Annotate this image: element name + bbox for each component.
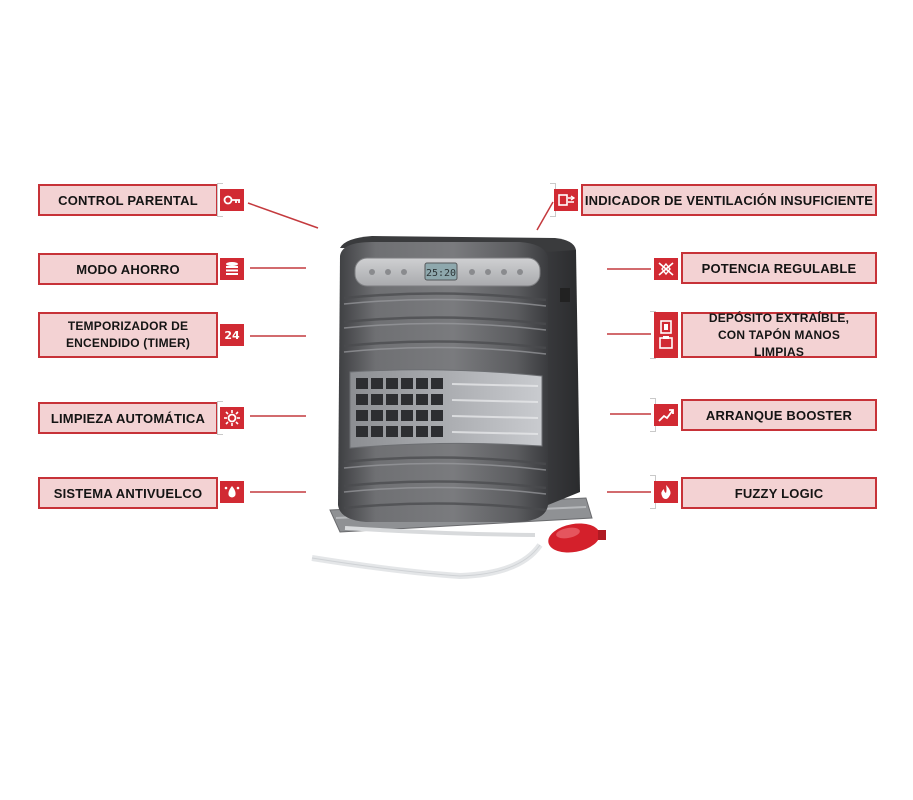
adjustable-power-icon bbox=[654, 258, 678, 280]
heater-display bbox=[424, 262, 458, 281]
connector-control-parental bbox=[247, 202, 319, 229]
icon-bracket bbox=[217, 183, 223, 217]
heater-display-text: 25:20 bbox=[426, 268, 456, 279]
timer-24-icon: 24 bbox=[220, 324, 244, 346]
removable-tank-icon bbox=[654, 312, 678, 358]
key-icon bbox=[220, 189, 244, 211]
ventilation-warning-icon bbox=[554, 189, 578, 211]
eco-mode-icon bbox=[220, 258, 244, 280]
booster-start-icon bbox=[654, 404, 678, 426]
siphon-tube bbox=[311, 543, 543, 580]
feature-label-antivuelco: SISTEMA ANTIVUELCO bbox=[38, 477, 218, 509]
self-cleaning-icon bbox=[220, 407, 244, 429]
icon-bracket bbox=[217, 401, 223, 435]
connector-ventilacion bbox=[536, 201, 554, 231]
heater-handle-slot bbox=[560, 288, 570, 302]
feature-label-fuzzy-logic: FUZZY LOGIC bbox=[681, 477, 877, 509]
feature-label-modo-ahorro: MODO AHORRO bbox=[38, 253, 218, 285]
siphon-bulb bbox=[548, 523, 600, 553]
anti-tip-icon bbox=[220, 481, 244, 503]
feature-label-temporizador: TEMPORIZADOR DE ENCENDIDO (TIMER) bbox=[38, 312, 218, 358]
feature-label-deposito: DEPÓSITO EXTRAÍBLE, CON TAPÓN MANOS LIMP… bbox=[681, 311, 877, 359]
heater-side bbox=[540, 248, 580, 505]
feature-label-limpieza: LIMPIEZA AUTOMÁTICA bbox=[38, 402, 218, 434]
feature-label-booster: ARRANQUE BOOSTER bbox=[681, 399, 877, 431]
heater-ribs bbox=[343, 292, 547, 512]
feature-label-potencia: POTENCIA REGULABLE bbox=[681, 252, 877, 284]
heater-grill-slots bbox=[356, 378, 443, 437]
flame-icon bbox=[654, 481, 678, 503]
feature-label-control-parental: CONTROL PARENTAL bbox=[38, 184, 218, 216]
heater-panel-buttons bbox=[369, 269, 523, 275]
feature-label-ventilacion: INDICADOR DE VENTILACIÓN INSUFICIENTE bbox=[581, 184, 877, 216]
